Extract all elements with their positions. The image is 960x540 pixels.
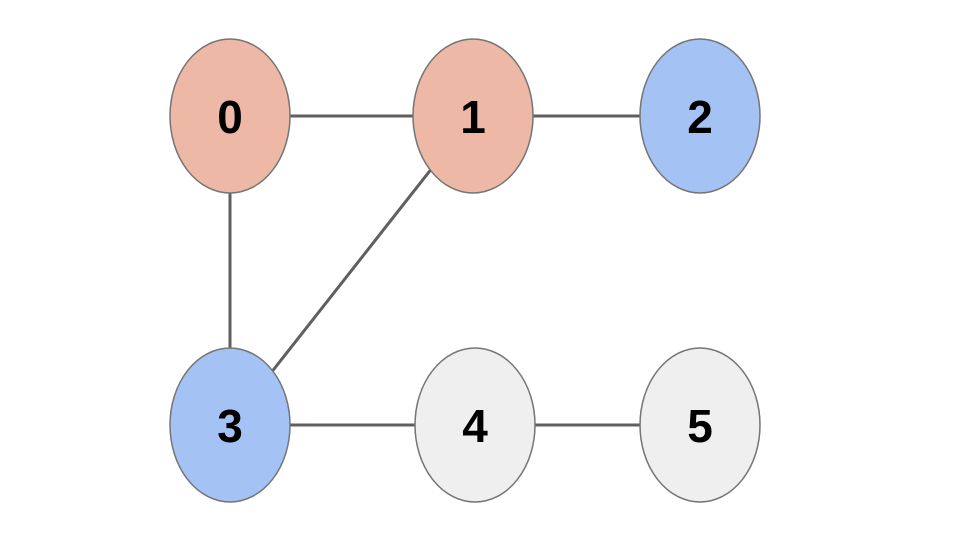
node-1-shape (412, 38, 534, 194)
node-4: 4 (414, 347, 536, 503)
node-3-shape (169, 347, 291, 503)
node-4-shape (414, 347, 536, 503)
node-1-label: 1 (460, 91, 486, 143)
node-1: 1 (412, 38, 534, 194)
node-0: 0 (169, 38, 291, 194)
node-layer: 0 1 2 3 4 5 (169, 38, 761, 503)
node-0-label: 0 (217, 91, 243, 143)
node-5-shape (639, 347, 761, 503)
node-5-label: 5 (687, 400, 713, 452)
node-3: 3 (169, 347, 291, 503)
node-4-label: 4 (462, 400, 488, 452)
node-2-label: 2 (687, 91, 713, 143)
node-5: 5 (639, 347, 761, 503)
node-2-shape (639, 38, 761, 194)
node-2: 2 (639, 38, 761, 194)
node-3-label: 3 (217, 400, 243, 452)
node-0-shape (169, 38, 291, 194)
